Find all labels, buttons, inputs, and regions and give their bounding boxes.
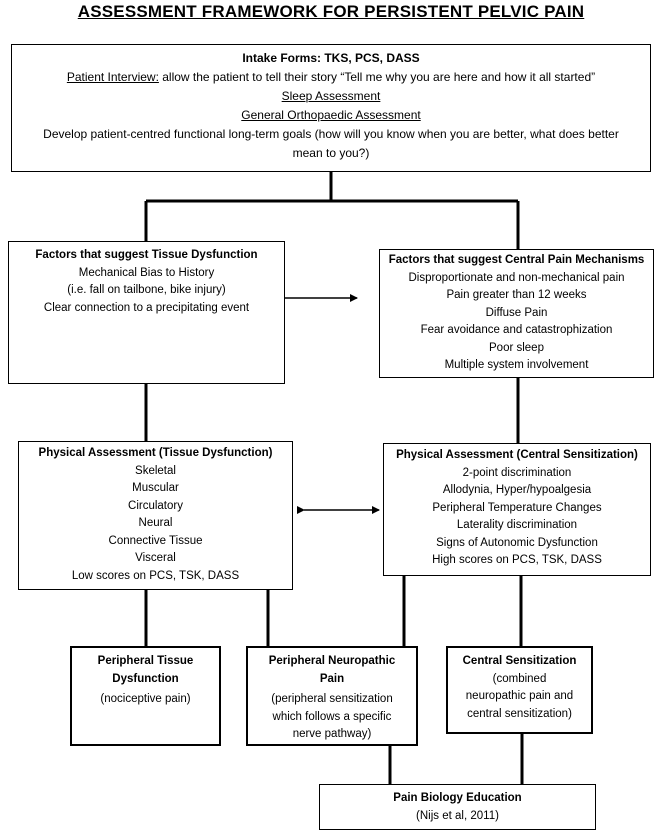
central-factor-item: Disproportionate and non-mechanical pain — [408, 271, 625, 284]
tissue-factors-heading: Factors that suggest Tissue Dysfunction — [35, 249, 258, 261]
sleep-assessment: Sleep Assessment — [281, 89, 381, 103]
outcome-tissue-heading: Peripheral Tissue — [97, 655, 194, 667]
outcome-neuropathic-box: Peripheral Neuropathic Pain (peripheral … — [246, 646, 418, 746]
pa-central-item: Peripheral Temperature Changes — [432, 501, 602, 514]
intake-box: Intake Forms: TKS, PCS, DASS Patient Int… — [11, 44, 651, 172]
outcome-central-item: central sensitization) — [467, 707, 572, 720]
pa-central-item: 2-point discrimination — [462, 466, 572, 479]
interview-text: allow the patient to tell their story “T… — [158, 70, 596, 84]
tissue-factor-item: (i.e. fall on tailbone, bike injury) — [67, 284, 226, 296]
pa-central-item: Signs of Autonomic Dysfunction — [436, 536, 598, 549]
pa-central-item: High scores on PCS, TSK, DASS — [432, 554, 602, 566]
physical-assessment-central-box: Physical Assessment (Central Sensitizati… — [383, 443, 651, 576]
pa-tissue-item: Visceral — [135, 552, 176, 564]
central-factors-heading: Factors that suggest Central Pain Mechan… — [388, 254, 645, 266]
central-factor-item: Multiple system involvement — [444, 359, 589, 371]
outcome-neuro-item: which follows a specific — [272, 710, 392, 723]
ortho-assessment: General Orthopaedic Assessment — [241, 108, 421, 122]
pa-central-item: Allodynia, Hyper/hypoalgesia — [442, 484, 592, 496]
interview-label: Patient Interview: — [66, 70, 159, 84]
pa-tissue-item: Low scores on PCS, TSK, DASS — [71, 569, 240, 582]
central-factor-item: Poor sleep — [489, 341, 544, 354]
outcome-central-item: neuropathic pain and — [465, 690, 574, 702]
education-citation: (Nijs et al, 2011) — [416, 809, 499, 822]
pa-tissue-item: Connective Tissue — [108, 534, 203, 547]
central-factor-item: Fear avoidance and catastrophization — [420, 324, 613, 336]
pa-tissue-item: Circulatory — [128, 499, 183, 512]
outcome-tissue-heading: Dysfunction — [112, 672, 179, 685]
physical-assessment-tissue-box: Physical Assessment (Tissue Dysfunction)… — [18, 441, 293, 590]
goals-line-2: mean to you?) — [292, 146, 370, 160]
pa-central-item: Laterality discrimination — [456, 519, 578, 531]
outcome-neuro-heading: Pain — [319, 672, 345, 685]
pa-central-heading: Physical Assessment (Central Sensitizati… — [396, 449, 638, 461]
outcome-neuro-heading: Peripheral Neuropathic — [268, 655, 396, 667]
outcome-central-item: (combined — [492, 672, 547, 685]
outcome-tissue-item: (nociceptive pain) — [100, 693, 191, 705]
goals-line-1: Develop patient-centred functional long-… — [43, 127, 619, 141]
diagram-title: ASSESSMENT FRAMEWORK FOR PERSISTENT PELV… — [77, 2, 585, 21]
pa-tissue-item: Skeletal — [135, 464, 176, 477]
outcome-central-box: Central Sensitization (combined neuropat… — [446, 646, 593, 734]
pa-tissue-item: Neural — [138, 517, 173, 529]
outcome-neuro-item: (peripheral sensitization — [271, 693, 393, 705]
pa-tissue-heading: Physical Assessment (Tissue Dysfunction) — [38, 447, 273, 459]
central-factor-item: Pain greater than 12 weeks — [446, 289, 587, 301]
tissue-factors-box: Factors that suggest Tissue Dysfunction … — [8, 241, 285, 384]
pain-biology-education-box: Pain Biology Education (Nijs et al, 2011… — [319, 784, 596, 830]
tissue-factor-item: Clear connection to a precipitating even… — [43, 301, 250, 314]
education-heading: Pain Biology Education — [393, 792, 522, 804]
outcome-peripheral-tissue-box: Peripheral Tissue Dysfunction (nocicepti… — [70, 646, 221, 746]
intake-heading: Intake Forms: TKS, PCS, DASS — [242, 51, 420, 65]
outcome-central-heading: Central Sensitization — [462, 655, 577, 667]
pa-tissue-item: Muscular — [132, 482, 179, 494]
outcome-neuro-item: nerve pathway) — [292, 728, 372, 740]
central-factors-box: Factors that suggest Central Pain Mechan… — [379, 249, 654, 378]
tissue-factor-item: Mechanical Bias to History — [78, 266, 215, 279]
central-factor-item: Diffuse Pain — [485, 306, 548, 319]
interview-line: Patient Interview: allow the patient to … — [12, 68, 650, 87]
